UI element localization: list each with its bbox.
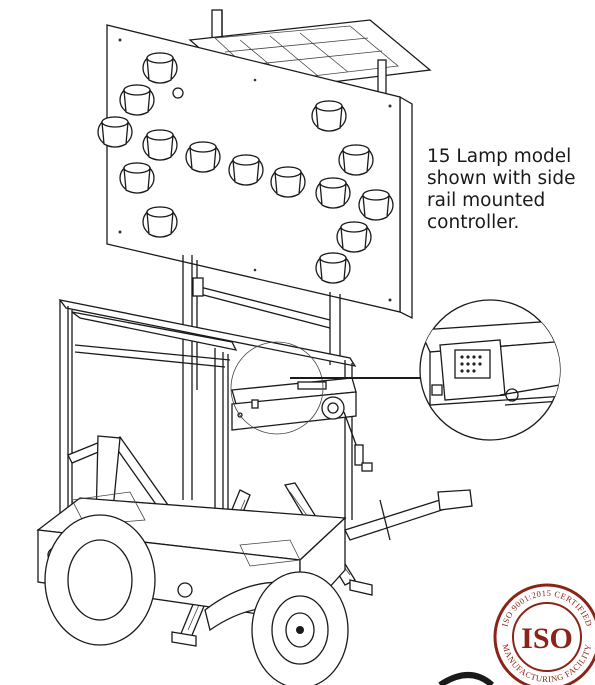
lamp (228, 154, 264, 186)
lamp (336, 221, 372, 253)
controller-detail-callout (419, 299, 561, 441)
lamp (97, 116, 133, 148)
lamp (185, 141, 221, 173)
wheels (44, 514, 349, 685)
lamp-array (97, 52, 394, 284)
lamp (315, 252, 351, 284)
lamp (311, 100, 347, 132)
lamp (119, 162, 155, 194)
lamp (142, 206, 178, 238)
lamp (142, 129, 178, 161)
trailer-rear-frame (58, 299, 357, 540)
winch (321, 396, 373, 472)
lamp (142, 52, 178, 84)
trailer-tongue (344, 489, 473, 541)
caption-line-3: rail mounted (427, 190, 546, 211)
sign-mast-lower (182, 255, 341, 500)
figure-caption: 15 Lamp model shown with side rail mount… (427, 146, 592, 234)
badge-center-text: ISO (521, 622, 573, 655)
lamp (119, 84, 155, 116)
caption-line-4: controller. (427, 212, 520, 233)
lamp (315, 177, 351, 209)
detail-source-circle (230, 341, 324, 435)
lamp (338, 144, 374, 176)
lamp (358, 189, 394, 221)
caption-line-2: shown with side (427, 168, 576, 189)
iso-certification-badge: ISO 9001:2015 CERTIFIED MANUFACTURING FA… (493, 583, 595, 685)
caption-line-1: 15 Lamp model (427, 146, 572, 167)
lamp (270, 166, 306, 198)
